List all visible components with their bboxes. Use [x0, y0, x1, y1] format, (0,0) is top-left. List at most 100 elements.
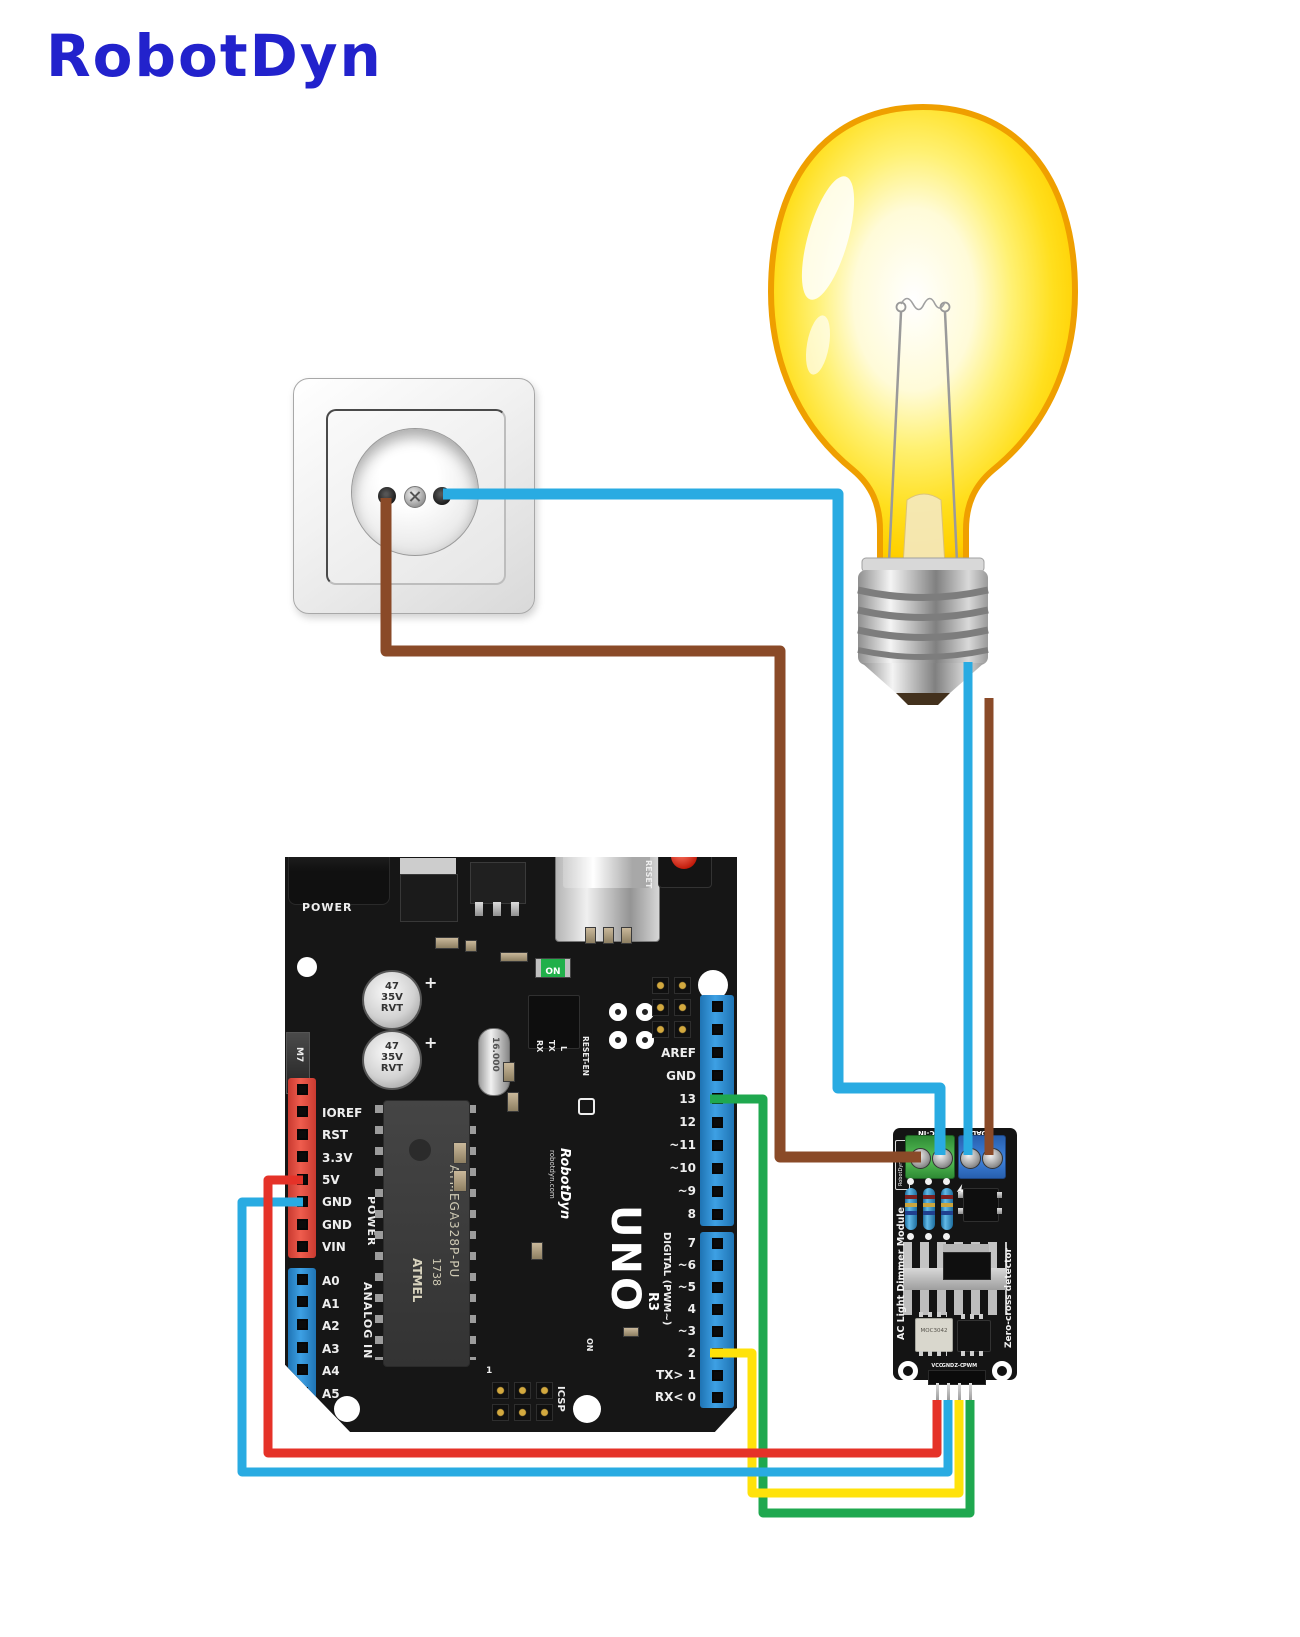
pin: [711, 1369, 723, 1381]
pin-label-vin: VIN: [322, 1240, 346, 1254]
pin: [296, 1387, 308, 1399]
power-led: ON: [535, 958, 571, 978]
board-brand-label: RobotDyn: [557, 1148, 572, 1220]
via-hole: [609, 1031, 627, 1049]
r3-label: R3: [645, 1292, 660, 1312]
ac-in-screw-2: [932, 1148, 953, 1169]
digital-header-upper: [700, 995, 734, 1226]
dimmer-left-title: AC Light Dimmer Module: [896, 1207, 907, 1340]
pin: [711, 1237, 723, 1249]
pin-label-3: ~3: [677, 1324, 696, 1338]
rx-label: RX: [535, 1040, 544, 1053]
pin: [674, 1021, 691, 1038]
pin-label-pwm: PWM: [963, 1363, 978, 1369]
triac-tab: [943, 1244, 989, 1252]
dimmer-mounting-hole: [898, 1361, 918, 1381]
dc-jack-barrel: [303, 827, 363, 853]
icsp-pin1-label: 1: [486, 1366, 493, 1376]
analog-header: [288, 1268, 316, 1404]
pin: [296, 1128, 308, 1140]
driver-chip: [957, 1320, 991, 1352]
pin: [536, 1404, 553, 1421]
socket-hole-right: [433, 487, 451, 505]
pin-label-13: 13: [679, 1092, 696, 1106]
pin-label-a2: A2: [322, 1319, 340, 1333]
pin-label-a0: A0: [322, 1274, 340, 1288]
pin-label-3v3: 3.3V: [322, 1151, 353, 1165]
digital-section-label: DIGITAL (PWM~): [661, 1232, 672, 1326]
board-site-label: robotdyn.com: [548, 1150, 556, 1199]
reset-button: [671, 857, 697, 869]
pin: [711, 1001, 723, 1013]
pin: [711, 1391, 723, 1403]
pin: [652, 1021, 669, 1038]
pin-label-11: ~11: [669, 1138, 696, 1152]
dimmer-right-title: Zero-cross detector: [1004, 1247, 1014, 1348]
pin: [711, 1259, 723, 1271]
bulb-highlight: [801, 176, 855, 300]
mcu-brand-label: ATMEL: [410, 1258, 424, 1303]
ac-dimmer-module: RobotDyn AC-IN LOAD MOC3042: [893, 1128, 1017, 1404]
robotdyn-logo: RobotDyn: [46, 22, 383, 90]
pin: [711, 1208, 723, 1220]
pin-label-gnd: GND: [666, 1069, 696, 1083]
load-screw-2: [982, 1148, 1003, 1169]
pin-label-2: 2: [687, 1346, 696, 1360]
on-silk-label: ON: [585, 1338, 594, 1352]
pin-label-5v: 5V: [322, 1173, 340, 1187]
pin-label-rx0: RX< 0: [654, 1390, 696, 1404]
pin: [296, 1319, 308, 1331]
reset-label: RESET: [644, 860, 653, 889]
pin: [711, 1347, 723, 1359]
pin-label-a3: A3: [322, 1342, 340, 1356]
pin: [296, 1218, 308, 1230]
pin: [296, 1364, 308, 1376]
socket-hole-left: [378, 487, 396, 505]
triac: [943, 1252, 991, 1280]
pin: [514, 1404, 531, 1421]
tx-label: TX: [547, 1040, 556, 1052]
pin-label-7: 7: [687, 1236, 696, 1250]
power-jack-label: POWER: [302, 901, 353, 914]
analog-section-label: ANALOG IN: [361, 1282, 374, 1360]
pin-label-a4: A4: [322, 1364, 340, 1378]
mcu-date-label: 1738: [430, 1258, 443, 1286]
mounting-hole: [297, 957, 317, 977]
optocoupler-label: MOC3042: [920, 1328, 948, 1334]
cap1-plus: +: [424, 973, 438, 992]
pin: [652, 977, 669, 994]
pin: [296, 1296, 308, 1308]
pin: [711, 1070, 723, 1082]
pin-label-rst: RST: [322, 1128, 349, 1142]
pin: [674, 977, 691, 994]
usb-connector-top: [563, 857, 650, 888]
pin-label-6: ~6: [677, 1258, 696, 1272]
pin: [652, 999, 669, 1016]
socket-screw-icon: [404, 486, 426, 508]
reset-en-label: RESET-EN: [581, 1036, 590, 1076]
reset-en-pad: [578, 1098, 595, 1115]
pin: [711, 1139, 723, 1151]
pin: [536, 1382, 553, 1399]
bulb-collar: [861, 557, 985, 573]
transistor: [470, 862, 526, 904]
dimmer-mounting-hole: [992, 1361, 1012, 1381]
pin-label-aref: AREF: [661, 1046, 696, 1060]
via-hole: [609, 1003, 627, 1021]
resistor-2: [923, 1188, 935, 1230]
pin: [711, 1047, 723, 1059]
uno-logo: UNO: [602, 1205, 648, 1314]
base-tip: [896, 693, 950, 705]
icsp-header: [492, 1382, 553, 1421]
pin: [711, 1116, 723, 1128]
light-bulb: [767, 103, 1079, 705]
pin: [296, 1151, 308, 1163]
voltage-regulator: [400, 874, 458, 922]
pin: [296, 1083, 308, 1095]
ac-in-screw-1: [910, 1148, 931, 1169]
pin: [674, 999, 691, 1016]
pin-label-12: 12: [679, 1115, 696, 1129]
pin: [296, 1196, 308, 1208]
pin: [711, 1303, 723, 1315]
